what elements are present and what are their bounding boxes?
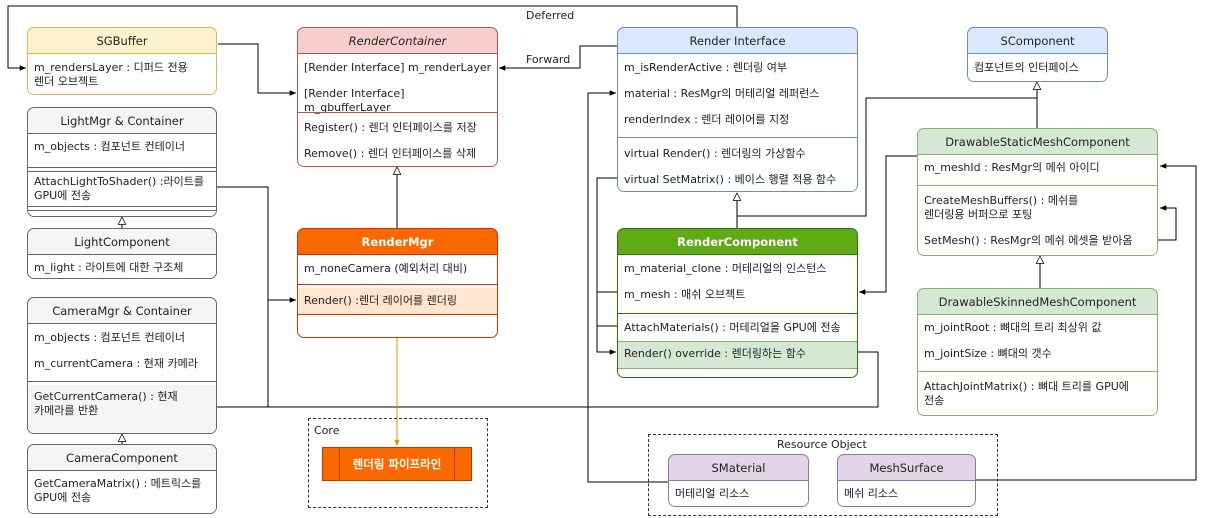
meshsurface-box: MeshSurface 메쉬 리소스: [837, 454, 976, 507]
setmesh-loop-connector: [1158, 205, 1177, 241]
core-group: [308, 418, 488, 508]
cameramgr-box: CameraMgr & Container m_objects : 컴포넌트 컨…: [27, 297, 217, 434]
sgbuffer-gbuffer-connector: [218, 43, 296, 96]
render-pipeline-box: 렌더링 파이프라인: [322, 447, 472, 481]
staticmesh-set-mesh: SetMesh() : ResMgr의 메쉬 에셋을 받아옴: [924, 234, 1133, 247]
cameramgr-current-camera: m_currentCamera : 현재 카메라: [34, 357, 198, 370]
deferred-connector: [7, 5, 738, 71]
sgbuffer-box: SGBuffer m_rendersLayer : 디퍼드 전용 렌더 오브젝트: [27, 27, 217, 95]
cameracomponent-get-matrix: GetCameraMatrix() : 메트릭스를 GPU에 전송: [34, 477, 202, 504]
cameramgr-get-current-camera: GetCurrentCamera() : 현재 카메라를 반환: [34, 390, 178, 417]
staticmesh-mesh-connector: [859, 155, 918, 295]
deferred-label: Deferred: [526, 9, 575, 22]
material-connector: [587, 90, 668, 483]
lightmgr-render-connector: [217, 186, 296, 303]
forward-connector: [499, 45, 617, 71]
skinnedmesh-attach-joint-matrix: AttachJointMatrix() : 뼈대 트리를 GPU에 전송: [924, 380, 1129, 407]
rendermgr-box: RenderMgr m_noneCamera (예외처리 대비) Render(…: [297, 228, 498, 338]
rendercomponent-attach-materials: AttachMaterials() : 머테리얼을 GPU에 전송: [624, 321, 841, 334]
rendercomponent-mesh: m_mesh : 매쉬 오브젝트: [624, 288, 746, 301]
smaterial-description: 머테리얼 리소스: [675, 487, 750, 500]
staticmesh-create-mesh-buffers: CreateMeshBuffers() : 메쉬를 렌더링용 버퍼으로 포팅: [924, 194, 1079, 221]
lightmgr-box: LightMgr & Container m_objects : 컴포넌트 컨테…: [27, 107, 217, 217]
render-pipeline-label: 렌더링 파이프라인: [352, 457, 442, 471]
skinnedmesh-divider: [918, 371, 1157, 372]
rendercontainer-box: RenderContainer [Render Interface] m_ren…: [297, 27, 498, 167]
staticmesh-mesh-id: m_meshId : ResMgr의 메쉬 아이디: [924, 161, 1100, 174]
rendercontainer-register: Register() : 렌더 인터페이스를 저장: [304, 121, 477, 134]
scomponent-title: SComponent: [968, 28, 1107, 54]
lightcomponent-light: m_light : 라이트에 대한 구조체: [34, 261, 184, 274]
renderinterface-render: virtual Render() : 렌더링의 가상함수: [624, 147, 806, 160]
rendercontainer-title: RenderContainer: [298, 28, 497, 54]
rendercomponent-render-override: Render() override : 렌더링하는 함수: [624, 347, 806, 360]
rendercomp-scomponent-connector: [736, 97, 1037, 228]
rendercontainer-remove: Remove() : 렌더 인터페이스를 삭제: [304, 147, 477, 160]
scomponent-box: SComponent 컴포넌트의 인터페이스: [967, 27, 1108, 82]
meshsurface-title: MeshSurface: [838, 455, 975, 481]
lightcomponent-title: LightComponent: [28, 229, 216, 255]
render-override-connector: [217, 351, 879, 408]
rendercontainer-gbuffer-layer: [Render Interface] m_gbufferLayer: [304, 87, 405, 114]
skinnedmesh-joint-size: m_jointSize : 뼈대의 갯수: [924, 347, 1052, 360]
setmatrix-connector: [596, 177, 617, 355]
renderinterface-is-render-active: m_isRenderActive : 렌더링 여부: [624, 61, 787, 74]
sgbuffer-renders-layer: m_rendersLayer : 디퍼드 전용 렌더 오브젝트: [34, 61, 188, 88]
rendermgr-render: Render() :렌더 레이어를 렌더링: [304, 294, 458, 307]
staticmesh-divider: [918, 185, 1157, 186]
rendercomponent-divider: [618, 313, 857, 314]
skinnedmesh-title: DrawableSkinnedMeshComponent: [918, 289, 1157, 315]
rendermgr-title: RenderMgr: [298, 229, 497, 255]
rendercomponent-box: RenderComponent m_material_clone : 머테리얼의…: [617, 228, 858, 378]
renderinterface-box: Render Interface m_isRenderActive : 렌더링 …: [617, 27, 858, 192]
lightmgr-bottom-divider: [28, 206, 216, 211]
lightmgr-objects: m_objects : 컴포넌트 컨테이너: [34, 140, 185, 153]
staticmesh-title: DrawableStaticMeshComponent: [918, 129, 1157, 155]
renderinterface-title: Render Interface: [618, 28, 857, 54]
lightcomponent-box: LightComponent m_light : 라이트에 대한 구조체: [27, 228, 217, 279]
renderinterface-divider: [618, 137, 857, 138]
resource-object-group: [648, 434, 998, 516]
cameracomponent-box: CameraComponent GetCameraMatrix() : 메트릭스…: [27, 444, 217, 514]
rendermgr-none-camera: m_noneCamera (예외처리 대비): [304, 262, 468, 275]
meshsurface-description: 메쉬 리소스: [844, 487, 899, 500]
resource-object-label: Resource Object: [777, 438, 867, 451]
scomponent-description: 컴포넌트의 인터페이스: [974, 61, 1079, 74]
cameramgr-objects: m_objects : 컴포넌트 컨테이너: [34, 331, 185, 344]
cameramgr-render-connector: [217, 300, 269, 408]
rendercomponent-title: RenderComponent: [618, 229, 857, 255]
smaterial-box: SMaterial 머테리얼 리소스: [668, 454, 809, 507]
renderinterface-render-index: renderIndex : 렌더 레이어를 지정: [624, 113, 790, 126]
skinnedmesh-joint-root: m_jointRoot : 뼈대의 트리 최상위 값: [924, 321, 1102, 334]
smaterial-title: SMaterial: [669, 455, 808, 481]
forward-label: Forward: [526, 53, 571, 66]
skinnedmesh-box: DrawableSkinnedMeshComponent m_jointRoot…: [917, 288, 1158, 416]
lightmgr-title: LightMgr & Container: [28, 108, 216, 134]
meshsurface-connector: [976, 163, 1197, 481]
lightmgr-attach-light: AttachLightToShader() :라이트를 GPU에 전송: [34, 175, 204, 202]
sgbuffer-title: SGBuffer: [28, 28, 216, 54]
renderinterface-material: material : ResMgr의 머테리얼 레퍼런스: [624, 87, 820, 100]
core-label: Core: [314, 424, 340, 437]
lightmgr-divider: [28, 167, 216, 172]
rendercontainer-divider: [298, 112, 497, 113]
renderinterface-set-matrix: virtual SetMatrix() : 베이스 행렬 적용 함수: [624, 173, 837, 186]
cameracomponent-title: CameraComponent: [28, 445, 216, 471]
staticmesh-box: DrawableStaticMeshComponent m_meshId : R…: [917, 128, 1158, 256]
rendercomponent-material-clone: m_material_clone : 머테리얼의 인스턴스: [624, 262, 827, 275]
cameramgr-title: CameraMgr & Container: [28, 298, 216, 324]
rendercontainer-render-layer: [Render Interface] m_renderLayer: [304, 61, 492, 74]
